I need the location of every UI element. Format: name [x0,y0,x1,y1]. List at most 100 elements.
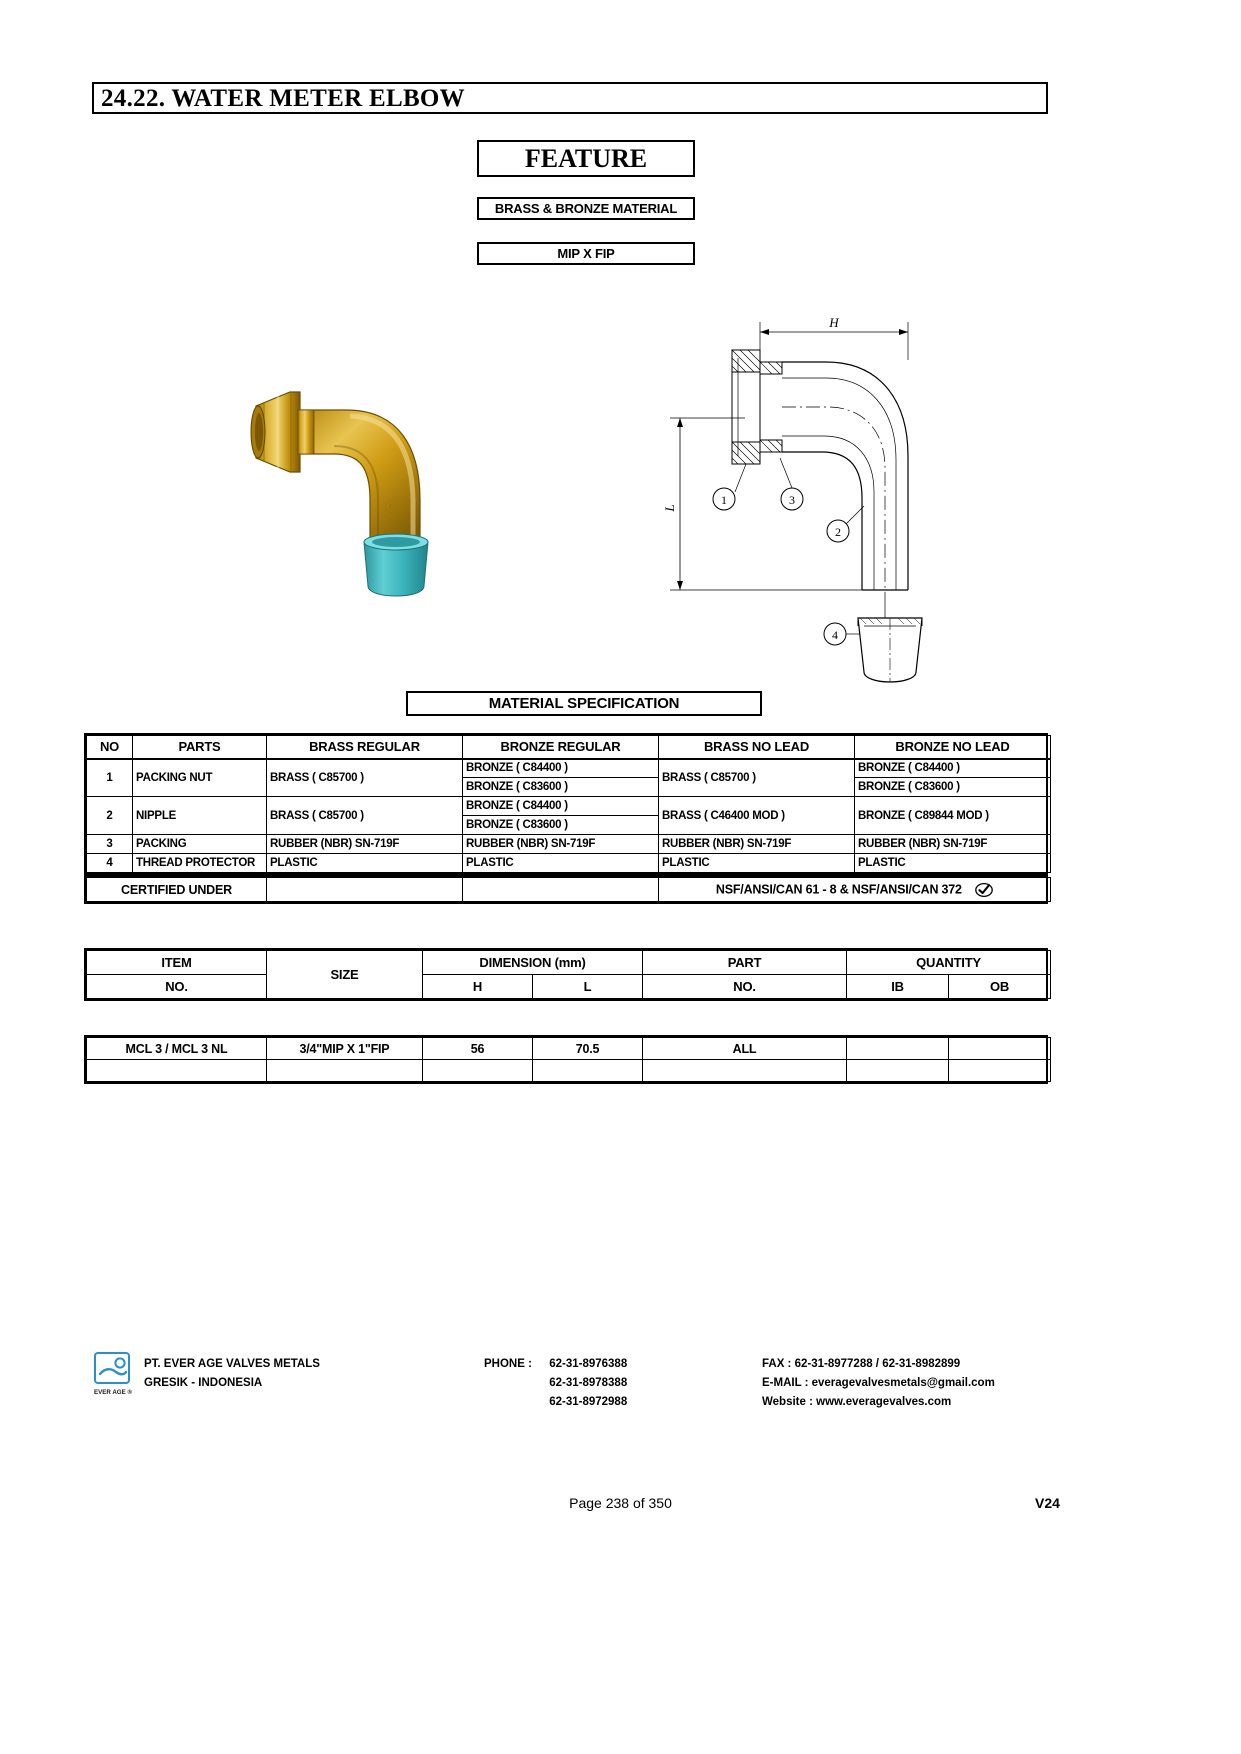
header-dimension: DIMENSION (mm) [421,950,644,975]
cell-part: PACKING [132,834,267,854]
page-number: Page 238 of 350 [569,1495,672,1511]
header-quantity: QUANTITY [846,950,1052,975]
certified-standards-cell: NSF/ANSI/CAN 61 - 8 & NSF/ANSI/CAN 372 [658,877,1051,902]
cell-qty-ib [846,1059,949,1082]
company-name: PT. EVER AGE VALVES METALS [144,1358,320,1370]
cell-brass-regular: BRASS ( C85700 ) [266,758,463,797]
material-spec-heading-label: MATERIAL SPECIFICATION [488,695,680,712]
svg-text:1: 1 [721,493,727,507]
cell-qty-ob [948,1037,1051,1060]
phone-number-3: 62-31-8972988 [549,1396,628,1408]
footer-phone-block: PHONE : 62-31-8976388 62-31-8978388 62-3… [484,1355,659,1412]
cell-size [266,1059,423,1082]
header-item-sub: NO. [86,974,267,999]
cell-bronze-regular: BRONZE ( C84400 ) [462,758,659,778]
material-spec-heading: MATERIAL SPECIFICATION [406,691,762,716]
cell-part-no [642,1059,847,1082]
fax-value: 62-31-8977288 / 62-31-8982899 [794,1358,961,1370]
header-part-sub: NO. [642,974,848,999]
table-row: 1 PACKING NUT BRASS ( C85700 ) BRONZE ( … [86,758,1051,797]
phone-number-1: 62-31-8976388 [549,1358,628,1370]
column-header-bronze-no-lead: BRONZE NO LEAD [854,735,1051,760]
certified-bronze-regular-empty [462,877,659,902]
table-header-row: NO PARTS BRASS REGULAR BRONZE REGULAR BR… [86,735,1051,760]
header-item: ITEM [86,950,267,975]
cell-bronze-regular: BRONZE ( C83600 ) [462,777,659,797]
phone-label: PHONE : [484,1358,532,1370]
cell-bronze-regular: BRONZE ( C84400 ) [462,796,659,816]
dimension-table-header: ITEM SIZE DIMENSION (mm) PART QUANTITY N… [84,948,1052,1001]
cell-brass-regular: BRASS ( C85700 ) [266,796,463,835]
column-header-brass-no-lead: BRASS NO LEAD [658,735,855,760]
cell-bronze-no-lead: BRONZE ( C89844 MOD ) [854,796,1051,835]
cell-bronze-no-lead: BRONZE ( C84400 ) [854,758,1051,778]
footer-contact-block: FAX : 62-31-8977288 / 62-31-8982899 E-MA… [762,1355,995,1412]
column-header-parts: PARTS [132,735,267,760]
phone-number-2: 62-31-8978388 [549,1377,628,1389]
technical-drawing: H L [650,300,980,700]
email-label: E-MAIL : [762,1377,809,1389]
certified-under-row: CERTIFIED UNDER NSF/ANSI/CAN 61 - 8 & NS… [84,875,1051,904]
cell-bronze-no-lead: PLASTIC [854,853,1051,873]
company-logo: EVER AGE ® [92,1352,138,1398]
email-value[interactable]: everagevalvesmetals@gmail.com [811,1377,995,1389]
cell-item-no [86,1059,267,1082]
website-value[interactable]: www.everagevalves.com [816,1396,952,1408]
cell-brass-regular: PLASTIC [266,853,463,873]
header-size: SIZE [266,950,423,999]
cell-part: THREAD PROTECTOR [132,853,267,873]
cell-brass-no-lead: RUBBER (NBR) SN-719F [658,834,855,854]
feature-item-material: BRASS & BRONZE MATERIAL [477,197,695,220]
svg-text:2: 2 [835,525,841,539]
footer-company-block: PT. EVER AGE VALVES METALS GRESIK - INDO… [144,1355,320,1393]
cell-dim-h [422,1059,533,1082]
table-row: MCL 3 / MCL 3 NL 3/4"MIP X 1"FIP 56 70.5… [86,1037,1051,1060]
header-part: PART [642,950,848,975]
svg-text:3: 3 [789,493,795,507]
product-photo: ⓒ [238,350,498,600]
feature-heading: FEATURE [524,143,648,173]
dimension-table-data: MCL 3 / MCL 3 NL 3/4"MIP X 1"FIP 56 70.5… [84,1035,1051,1084]
cell-part-no: ALL [642,1037,847,1060]
svg-text:H: H [828,315,839,330]
header-dim-h: H [422,974,533,999]
svg-text:L: L [662,504,677,512]
cell-brass-no-lead: PLASTIC [658,853,855,873]
certified-under-label: CERTIFIED UNDER [86,877,267,902]
cell-item-no: MCL 3 / MCL 3 NL [86,1037,267,1060]
cell-no: 3 [86,834,133,854]
cell-bronze-no-lead: BRONZE ( C83600 ) [854,777,1051,797]
header-dim-l: L [531,974,644,999]
column-header-no: NO [86,735,133,760]
feature-item-connection: MIP X FIP [477,242,695,265]
cell-brass-no-lead: BRASS ( C85700 ) [658,758,855,797]
cell-qty-ob [948,1059,1051,1082]
cell-brass-regular: RUBBER (NBR) SN-719F [266,834,463,854]
cell-dim-l: 70.5 [532,1037,643,1060]
cell-bronze-regular: BRONZE ( C83600 ) [462,815,659,835]
svg-text:ⓒ: ⓒ [383,498,399,515]
header-qty-ib: IB [846,974,950,999]
cell-dim-h: 56 [422,1037,533,1060]
certified-brass-regular-empty [266,877,463,902]
page-title: 24.22. WATER METER ELBOW [101,84,465,112]
table-row: 3 PACKING RUBBER (NBR) SN-719F RUBBER (N… [86,834,1051,854]
certified-standards-value: NSF/ANSI/CAN 61 - 8 & NSF/ANSI/CAN 372 [715,881,962,896]
table-row: CERTIFIED UNDER NSF/ANSI/CAN 61 - 8 & NS… [86,877,1051,902]
cell-bronze-no-lead: RUBBER (NBR) SN-719F [854,834,1051,854]
svg-text:4: 4 [832,628,838,642]
cell-qty-ib [846,1037,949,1060]
company-location: GRESIK - INDONESIA [144,1377,263,1389]
table-row: BRONZE ( C83600 ) BRONZE ( C83600 ) [87,777,1051,797]
nsf-check-badge-icon [975,881,993,899]
fax-label: FAX : [762,1358,792,1370]
document-version: V24 [1035,1495,1060,1511]
column-header-bronze-regular: BRONZE REGULAR [462,735,659,760]
website-label: Website : [762,1396,813,1408]
column-header-brass-regular: BRASS REGULAR [266,735,463,760]
table-header-row: ITEM SIZE DIMENSION (mm) PART QUANTITY [86,950,1052,999]
cell-no: 1 [86,758,133,797]
feature-heading-box: FEATURE [477,140,695,177]
feature-item-label: MIP X FIP [557,246,615,261]
table-header-subrow: NO. H L NO. IB OB [86,974,1052,999]
